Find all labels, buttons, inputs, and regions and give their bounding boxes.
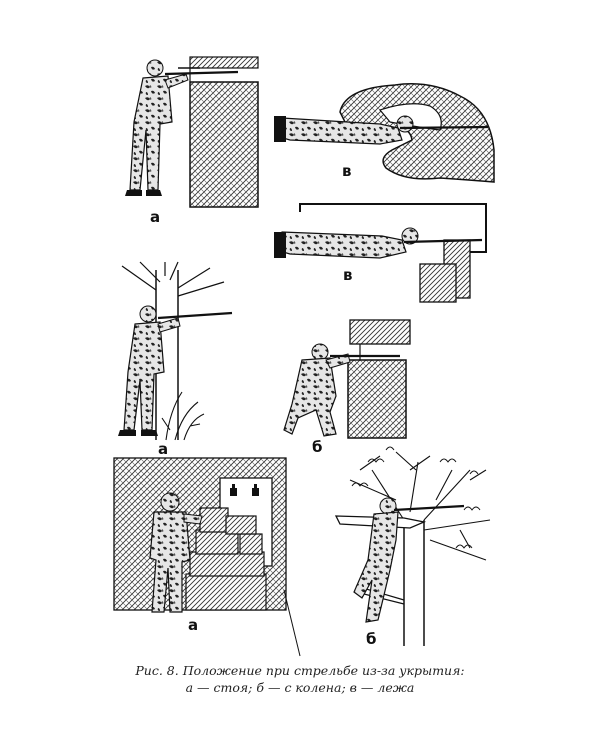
caption-title: Рис. 8. Положение при стрельбе из-за укр… xyxy=(135,663,465,678)
cover-box xyxy=(189,81,259,208)
scene-prone-behind-log: в xyxy=(274,203,487,303)
soldier-standing-2 xyxy=(118,305,181,436)
label-prone-log: в xyxy=(343,266,353,284)
scene-standing-at-window: а xyxy=(113,457,301,657)
figure-caption: Рис. 8. Положение при стрельбе из-за укр… xyxy=(0,662,600,696)
label-standing-box: а xyxy=(150,208,160,226)
scene-kneeling-in-tree: б xyxy=(334,446,491,648)
target-figures xyxy=(230,484,259,496)
bush xyxy=(161,391,205,441)
tree-branches xyxy=(349,451,491,561)
caption-legend: а — стоя; б — с колена; в — лежа xyxy=(185,680,415,695)
soldier-standing xyxy=(125,59,189,196)
scene-kneeling-behind-box: б xyxy=(283,319,411,456)
soldier-prone-2 xyxy=(274,227,419,259)
scene-prone-behind-cliff: в xyxy=(274,83,495,183)
rifle xyxy=(164,70,239,76)
scene-standing-behind-tree: а xyxy=(118,261,233,458)
cover-box-top xyxy=(189,56,259,69)
cover-box xyxy=(347,359,407,439)
soldier-prone-1 xyxy=(274,115,414,145)
label-standing-window: а xyxy=(188,616,198,634)
soldier-tree xyxy=(353,497,399,623)
scene-standing-behind-box: а xyxy=(125,56,259,226)
tree-branches xyxy=(121,261,225,297)
soldier-kneeling xyxy=(283,343,351,437)
foliage xyxy=(351,446,481,549)
rifle xyxy=(403,238,483,244)
rifle xyxy=(393,504,465,512)
cover-block xyxy=(419,263,457,303)
tree-trunk xyxy=(403,520,425,646)
figure-illustration: а в в xyxy=(113,56,495,657)
sandbags xyxy=(185,507,267,611)
soldier-window xyxy=(149,492,203,613)
cover-log-frame xyxy=(299,203,487,253)
leader-line xyxy=(283,589,301,657)
rifle xyxy=(399,125,489,130)
label-standing-tree: а xyxy=(158,440,168,458)
rifle xyxy=(157,311,233,320)
label-kneeling-tree: б xyxy=(366,630,376,648)
label-prone-cliff: в xyxy=(342,162,352,180)
label-kneeling-box: б xyxy=(312,438,322,456)
cover-block-top xyxy=(349,319,411,345)
